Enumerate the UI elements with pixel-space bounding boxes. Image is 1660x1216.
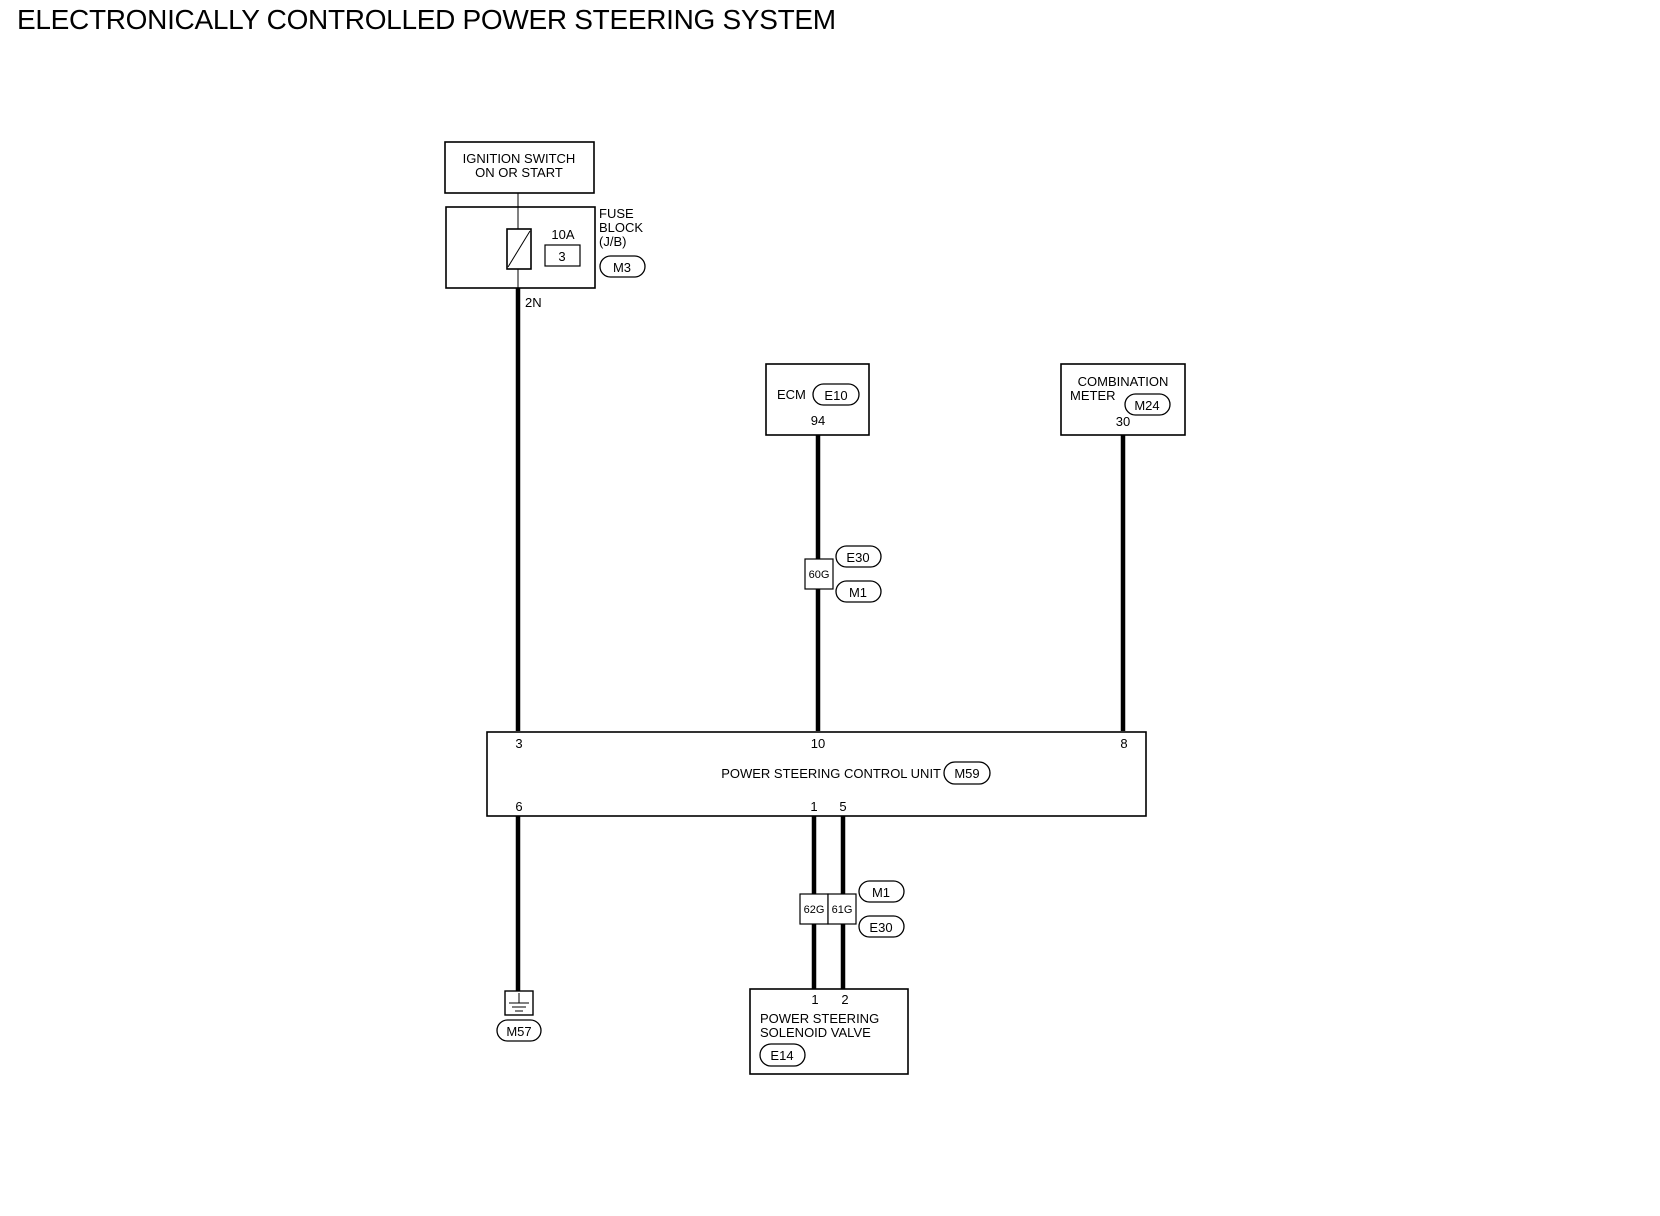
ignition-line2: ON OR START: [475, 165, 563, 180]
combination-meter-terminal: 30: [1116, 414, 1130, 429]
unit-terminal-top: 3: [515, 736, 522, 751]
power-steering-solenoid-valve: 1 2 POWER STEERING SOLENOID VALVE E14: [749, 988, 909, 1075]
fuse-block-label-line2: BLOCK: [599, 220, 643, 235]
ecm: ECM E10 94: [765, 363, 870, 436]
connector-badge: [812, 383, 860, 406]
fuse-block-label-line3: (J/B): [599, 234, 626, 249]
fuse-block: 10A 3 FUSE BLOCK (J/B) M3 2N: [445, 206, 646, 310]
joint-lower-connector-top: M1: [872, 885, 890, 900]
ignition-switch: IGNITION SWITCH ON OR START: [444, 141, 595, 194]
combination-meter-line1: COMBINATION: [1078, 374, 1169, 389]
solenoid-terminal: 2: [841, 992, 848, 1007]
connector-badge: [835, 545, 882, 568]
connector-badge: [835, 580, 882, 603]
combination-meter-connector: M24: [1134, 398, 1159, 413]
fuse-number: 3: [558, 249, 565, 264]
page-title: ELECTRONICALLY CONTROLLED POWER STEERING…: [17, 4, 836, 35]
connector-badge: [496, 1019, 542, 1042]
fuse-block-connector: M3: [613, 260, 631, 275]
unit-terminal-bottom: 6: [515, 799, 522, 814]
connector-badge: [599, 255, 646, 278]
connector-badge: [943, 761, 991, 785]
connector-badge: [858, 915, 905, 938]
connector-badge: [858, 880, 905, 903]
ignition-line1: IGNITION SWITCH: [463, 151, 576, 166]
ecm-label: ECM: [777, 387, 806, 402]
joint-upper-pin: 60G: [809, 569, 830, 581]
unit-terminal-top: 8: [1120, 736, 1127, 751]
solenoid-line2: SOLENOID VALVE: [760, 1025, 871, 1040]
joint-lower-pin-left: 62G: [804, 904, 825, 916]
fuse-number-box: [544, 244, 581, 267]
joint-connector-lower: 62G 61G M1 E30: [799, 880, 905, 938]
power-steering-control-unit: 3 10 8 POWER STEERING CONTROL UNIT M59 6…: [486, 731, 1147, 817]
solenoid-terminal: 1: [811, 992, 818, 1007]
ecm-terminal: 94: [811, 413, 825, 428]
fuse-block-label-line1: FUSE: [599, 206, 634, 221]
joint-upper-connector-bottom: M1: [849, 585, 867, 600]
joint-connector-upper: 60G E30 M1: [804, 545, 882, 603]
control-unit-connector: M59: [954, 766, 979, 781]
ecm-connector: E10: [824, 388, 847, 403]
unit-terminal-top: 10: [811, 736, 825, 751]
joint-upper-connector-top: E30: [846, 550, 869, 565]
joint-lower-connector-bottom: E30: [869, 920, 892, 935]
combination-meter-line2: METER: [1070, 388, 1116, 403]
fuse-amperage: 10A: [551, 227, 574, 242]
combination-meter: COMBINATION METER M24 30: [1060, 363, 1186, 436]
connector-badge: [759, 1043, 806, 1067]
solenoid-line1: POWER STEERING: [760, 1011, 879, 1026]
unit-terminal-bottom: 1: [810, 799, 817, 814]
fuse-output-terminal: 2N: [525, 295, 542, 310]
ground-connector: M57: [506, 1024, 531, 1039]
control-unit-label: POWER STEERING CONTROL UNIT: [721, 766, 941, 781]
solenoid-connector: E14: [770, 1048, 793, 1063]
joint-lower-pin-right: 61G: [832, 904, 853, 916]
connector-badge: [1124, 393, 1171, 416]
unit-terminal-bottom: 5: [839, 799, 846, 814]
ground: M57: [496, 990, 542, 1042]
